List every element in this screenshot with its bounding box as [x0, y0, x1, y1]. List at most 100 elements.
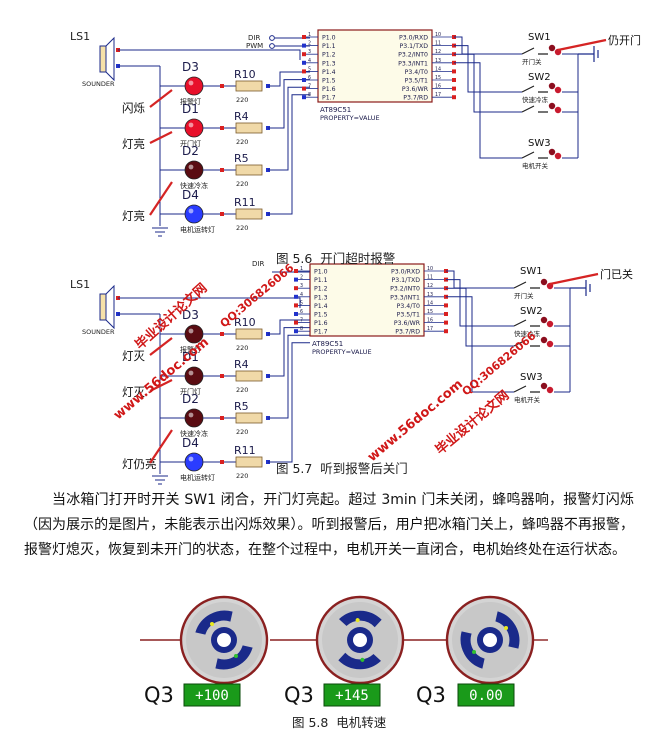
fig56-ic-property: PROPERTY=VALUE: [320, 114, 380, 122]
fig57-ic-label: AT89C51: [312, 340, 343, 348]
fig57-ic-right-pin-0: P3.0/RXD: [391, 269, 420, 276]
fig57-switch-2-label: 电机开关: [514, 395, 541, 404]
fig57-led-0-glint: [188, 328, 194, 334]
fig56-speaker-cone: [105, 36, 115, 82]
motor-1-label: Q3: [284, 683, 314, 707]
fig57-ic-right-node-4: [444, 303, 448, 308]
fig57-res-2-body: [235, 412, 263, 424]
fig56-annotation-1: 灯亮: [122, 137, 145, 151]
fig56-ic-left-node-5: [302, 78, 306, 82]
fig56-res-2-body: [235, 164, 263, 176]
fig57-ic-left-node-5: [294, 312, 298, 316]
fig56-ic-left-num-0: 1: [308, 32, 311, 38]
fig56-sw-route-1: [454, 45, 522, 93]
fig56-res-0-id: R10: [234, 68, 256, 81]
fig56-res-1-value: 220: [236, 138, 248, 146]
fig56-res-2-id: R5: [234, 152, 249, 165]
fig56-speaker-label: LS1: [70, 30, 90, 43]
fig57-sw-route-1: [446, 279, 514, 327]
fig57-schematic: LS1SOUNDERD3报警灯R10220D1开门灯R4220D2快速冷冻R52…: [70, 260, 633, 485]
fig57-ic-left-pin-3: P1.3: [314, 294, 328, 301]
fig57-ic-left-node-7: [294, 329, 298, 334]
figure-5-8-caption: 图 5.8 电机转速: [292, 715, 387, 730]
fig57-ic-left-node-6: [294, 320, 298, 325]
fig57-ic-right-num-0: 10: [427, 266, 433, 272]
fig56-led-2-label: 快速冷冻: [180, 181, 208, 190]
motor-0-rotor: [195, 610, 253, 670]
fig56-ic-right-num-2: 12: [435, 49, 441, 55]
fig56-led-2-lamp: [184, 160, 204, 180]
motor-1-brush-a: [355, 618, 360, 623]
fig56-annotation-0-arrow: [149, 89, 173, 108]
fig56-schematic: LS1SOUNDERD3报警灯R10220D1开门灯R4220D2快速冷冻R52…: [70, 29, 641, 237]
fig56-sw-contact-1: [521, 85, 548, 93]
fig57-speaker-body: [99, 293, 107, 321]
fig56-switch-1-id: SW2: [528, 72, 551, 83]
fig57-annotation-2-arrow: [149, 429, 173, 464]
fig57-ic-left-pin-5: P1.5: [314, 312, 328, 319]
motor-2-display: [457, 683, 515, 707]
fig57-ic-left-node-3: [294, 294, 298, 299]
fig56-sw-knob-b-1: [554, 86, 562, 94]
fig57-annotation-3-arrow: [549, 272, 599, 286]
fig56-ic-left-pin-7: P1.7: [322, 95, 336, 102]
fig57-dir-label: DIR: [252, 260, 264, 268]
fig56-ic-left-pin-5: P1.5: [322, 78, 336, 85]
fig57-ic-right-pin-6: P3.6/WR: [394, 320, 421, 327]
fig56-ic-left-node-6: [302, 86, 306, 91]
motor-0-display: [183, 683, 241, 707]
motor-2-brush-b: [472, 650, 476, 654]
fig56-ic-left-pin-0: P1.0: [322, 35, 336, 42]
fig57-ic-left-num-3: 4: [300, 292, 303, 298]
fig56-speaker-body: [99, 45, 107, 73]
fig56-ic-label: AT89C51: [320, 106, 351, 114]
fig56-res-3-route: [268, 94, 310, 215]
fig57-led-3-id: D4: [182, 436, 199, 450]
fig56-ic-left-node-7: [302, 95, 306, 100]
fig57-ic-right-node-6: [444, 320, 448, 325]
fig57-ic-left-num-7: 8: [300, 326, 303, 332]
fig56-ic-left-node-1: [302, 43, 306, 48]
fig57-speaker-wire-a: [118, 297, 301, 308]
fig56-ic-left-node-2: [302, 52, 306, 57]
fig56-annotation-0: 闪烁: [122, 101, 145, 115]
fig56-ic-left-num-2: 3: [308, 49, 311, 55]
motor-1-rotor: [338, 610, 382, 670]
motor-2-speed: 0.00: [469, 688, 503, 704]
motor-0-shaft: [217, 633, 231, 647]
fig56-sw-knob-a-0: [548, 44, 556, 52]
fig57-sw-contact-0: [513, 281, 540, 289]
fig56-res-1-id: R4: [234, 110, 249, 123]
fig56-led-3-glint: [188, 208, 194, 214]
fig57-led-2-id: D2: [182, 392, 199, 406]
motor-2-pole-b: [460, 631, 485, 669]
fig57-annotation-3: 门已关: [600, 267, 633, 281]
fig57-switch-0-id: SW1: [520, 266, 543, 277]
fig57-ic-left-num-2: 3: [300, 283, 303, 289]
fig57-ic-right-pin-1: P3.1/TXD: [392, 277, 421, 284]
fig56-res-1-route: [268, 79, 310, 129]
fig56-ic-left-node-4: [302, 69, 306, 74]
fig57-switch-1-id: SW2: [520, 306, 543, 317]
fig56-ic-left-num-5: 6: [308, 75, 311, 81]
fig56-led-1-label: 开门灯: [180, 139, 201, 148]
motor-2-pole-a: [495, 611, 520, 649]
motor-1-pole-a: [339, 610, 382, 628]
motor-0-brush-b: [234, 654, 238, 658]
fig57-sw-route-2: [446, 287, 514, 347]
motor-0-brush-a: [210, 622, 214, 626]
fig56-dir-terminal: [269, 35, 275, 41]
fig57-led-2-node: [220, 416, 224, 420]
fig57-res-2-route: [268, 334, 310, 419]
fig56-led-0-id: D3: [182, 60, 199, 74]
fig57-annotation-1: 灯灭: [122, 385, 145, 399]
fig56-sw-route-3: [454, 62, 522, 159]
fig56-res-0-value: 220: [236, 96, 248, 104]
fig56-sw-knob-a-1: [548, 82, 556, 90]
fig56-res-2-value: 220: [236, 180, 248, 188]
motor-2-shaft: [483, 633, 497, 647]
fig56-pwm-label: PWM: [246, 42, 263, 50]
motor-2-brush-a: [504, 626, 508, 630]
fig56-ic-left-pin-4: P1.4: [322, 69, 336, 76]
